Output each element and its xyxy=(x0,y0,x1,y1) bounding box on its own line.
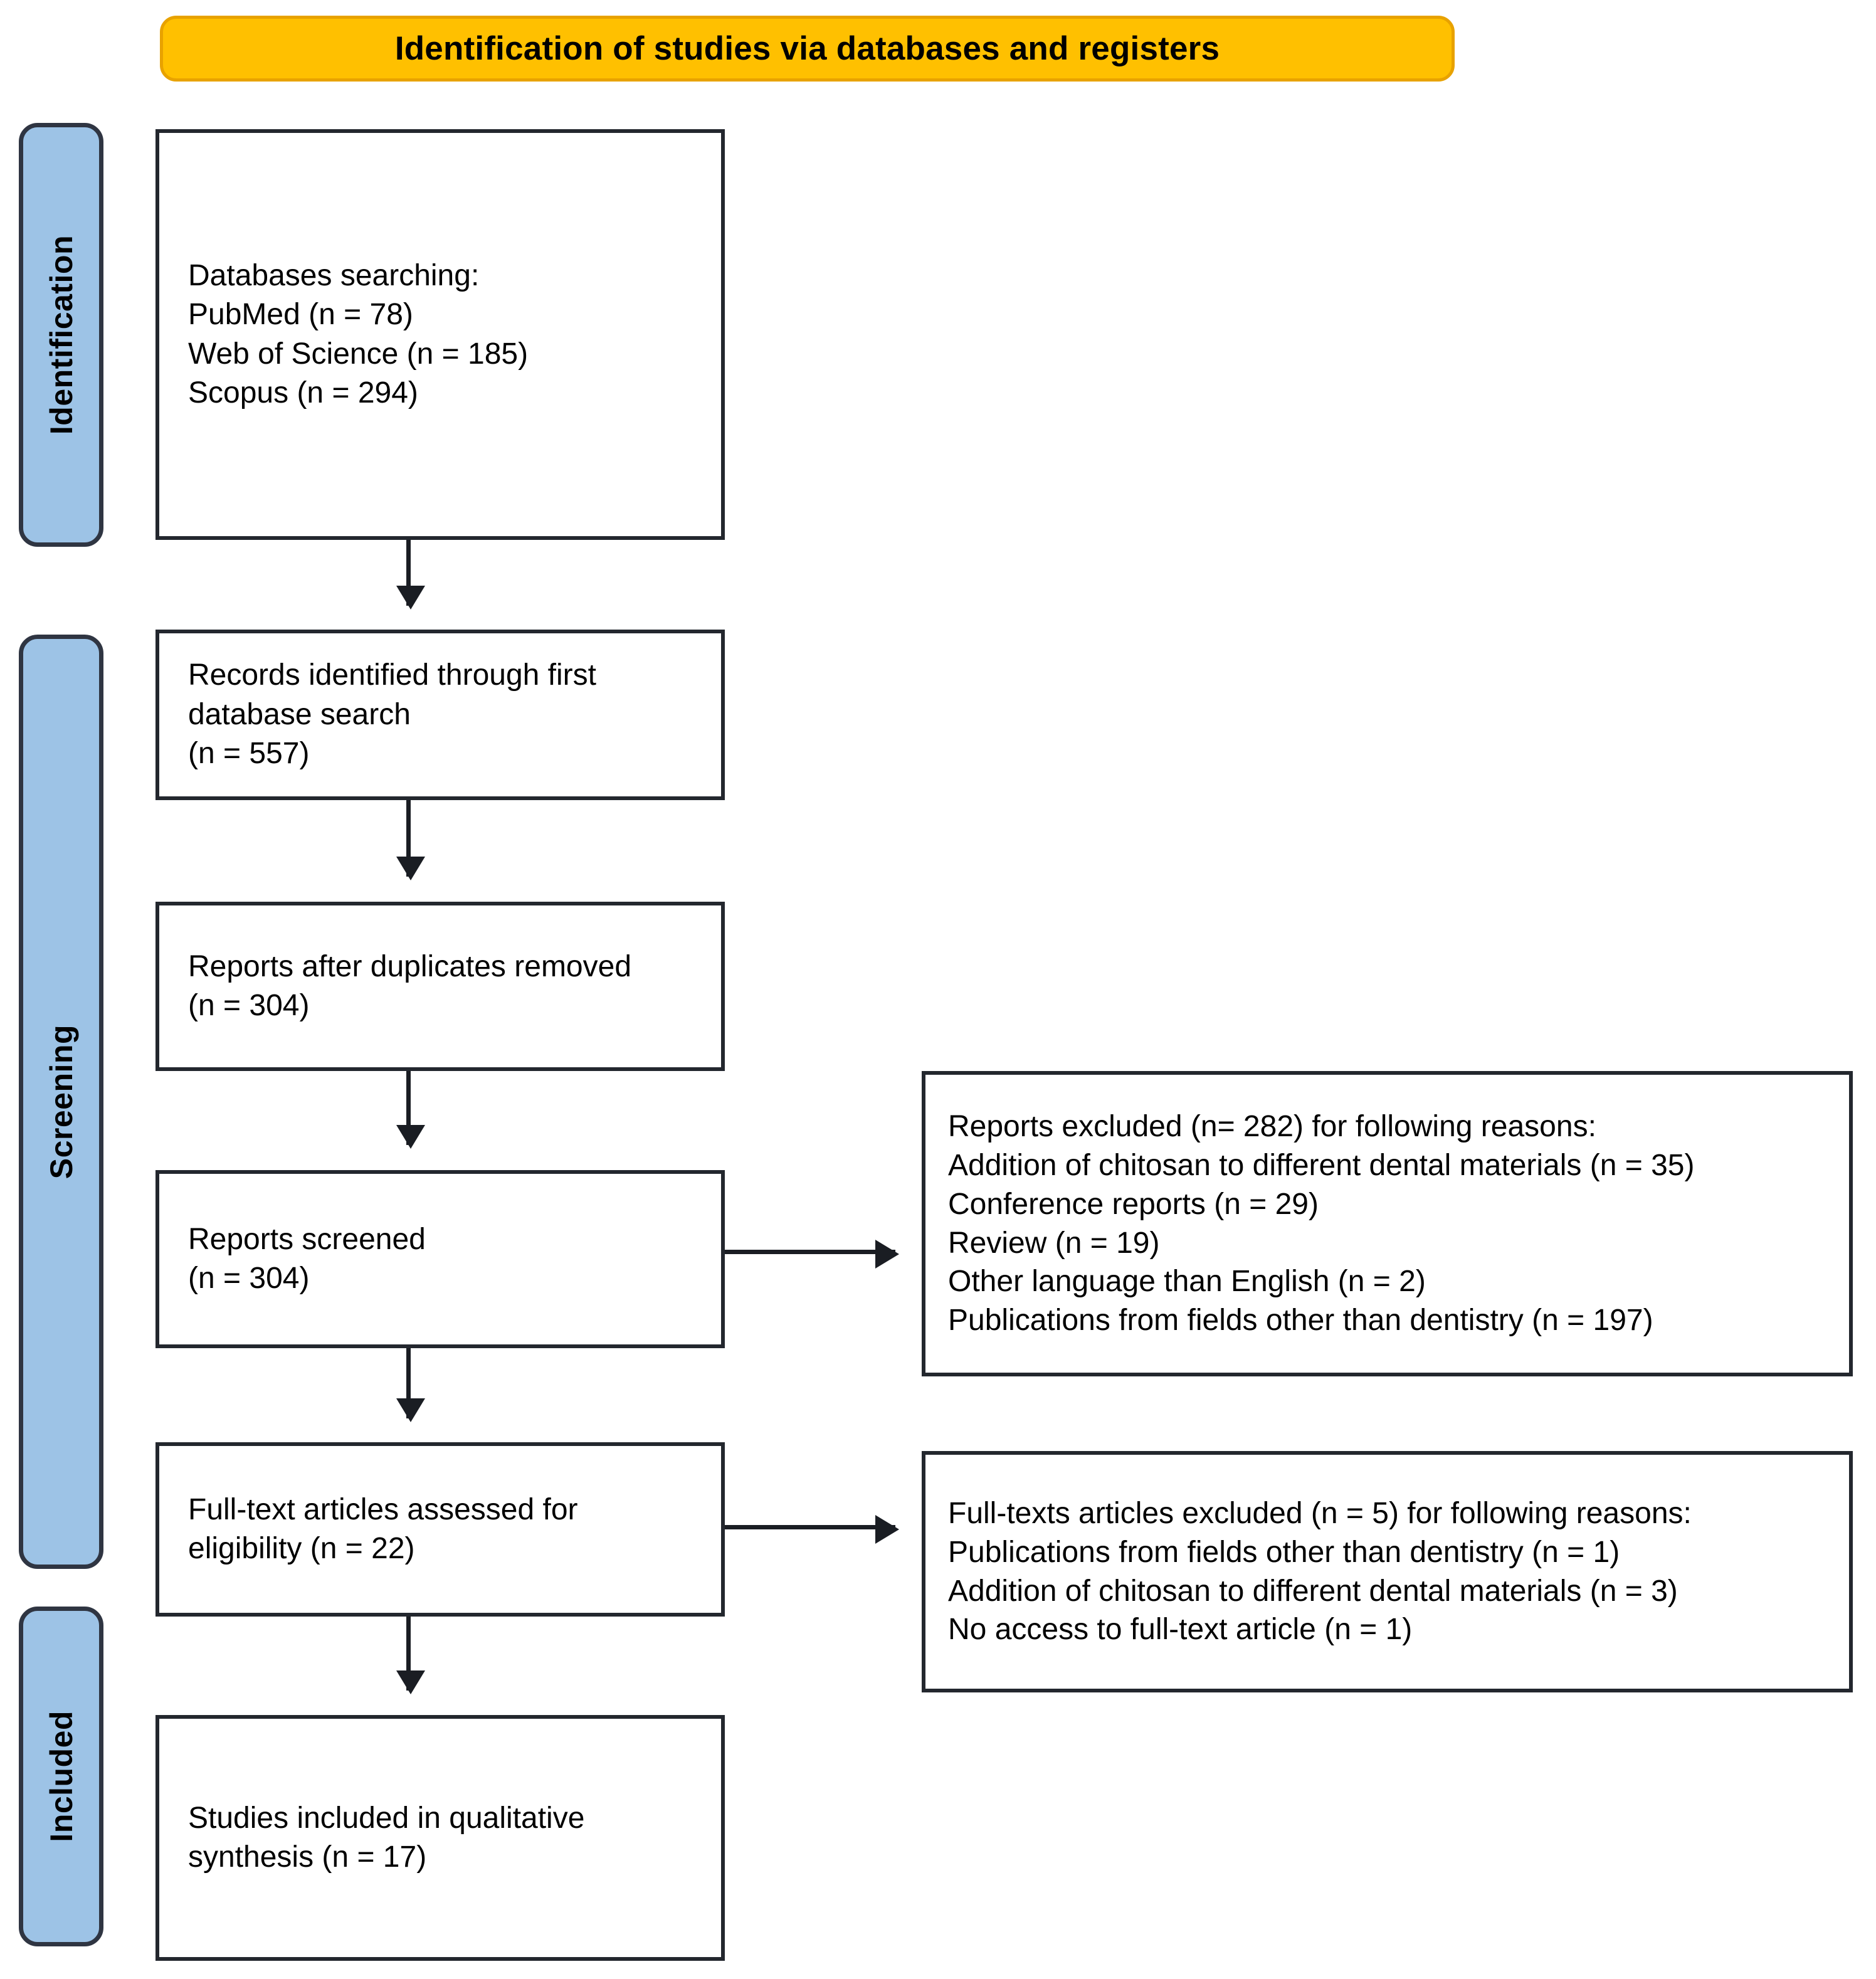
diagram-banner: Identification of studies via databases … xyxy=(160,16,1455,82)
stage-label-identification: Identification xyxy=(19,123,103,547)
flow-box-records-identified: Records identified through first databas… xyxy=(155,630,725,800)
arrow-records-to-duplicates-icon xyxy=(396,800,425,880)
exclusion-box-text: Reports excluded (n= 282) for following … xyxy=(948,1110,1695,1337)
flow-box-databases-searching: Databases searching: PubMed (n = 78) Web… xyxy=(155,129,725,540)
flow-box-reports-screened: Reports screened (n = 304) xyxy=(155,1170,725,1348)
stage-label-text: Included xyxy=(43,1711,79,1842)
flow-box-fulltext-assessed: Full-text articles assessed for eligibil… xyxy=(155,1442,725,1617)
arrow-screened-to-fulltext-icon xyxy=(396,1348,425,1422)
exclusion-box-screening: Reports excluded (n= 282) for following … xyxy=(922,1071,1853,1376)
stage-label-included: Included xyxy=(19,1607,103,1946)
flow-box-duplicates-removed: Reports after duplicates removed (n = 30… xyxy=(155,902,725,1071)
arrow-databases-to-records-icon xyxy=(396,540,425,610)
stage-label-text: Identification xyxy=(43,235,79,435)
flow-box-text: Full-text articles assessed for eligibil… xyxy=(188,1492,578,1565)
exclusion-box-eligibility: Full-texts articles excluded (n = 5) for… xyxy=(922,1451,1853,1692)
stage-label-text: Screening xyxy=(43,1024,79,1179)
arrow-fulltext-to-included-icon xyxy=(396,1617,425,1694)
stage-label-screening: Screening xyxy=(19,635,103,1569)
banner-title: Identification of studies via databases … xyxy=(394,30,1220,67)
arrow-fulltext-to-exclusion-icon xyxy=(725,1515,899,1544)
flow-box-text: Records identified through first databas… xyxy=(188,658,596,771)
flow-box-studies-included: Studies included in qualitative synthesi… xyxy=(155,1715,725,1961)
flow-box-text: Databases searching: PubMed (n = 78) Web… xyxy=(188,258,529,409)
exclusion-box-text: Full-texts articles excluded (n = 5) for… xyxy=(948,1497,1692,1647)
arrow-screened-to-exclusion-icon xyxy=(725,1240,899,1269)
arrow-duplicates-to-screened-icon xyxy=(396,1071,425,1149)
flow-box-text: Reports screened (n = 304) xyxy=(188,1222,426,1295)
flow-box-text: Studies included in qualitative synthesi… xyxy=(188,1801,585,1874)
flow-box-text: Reports after duplicates removed (n = 30… xyxy=(188,949,632,1022)
